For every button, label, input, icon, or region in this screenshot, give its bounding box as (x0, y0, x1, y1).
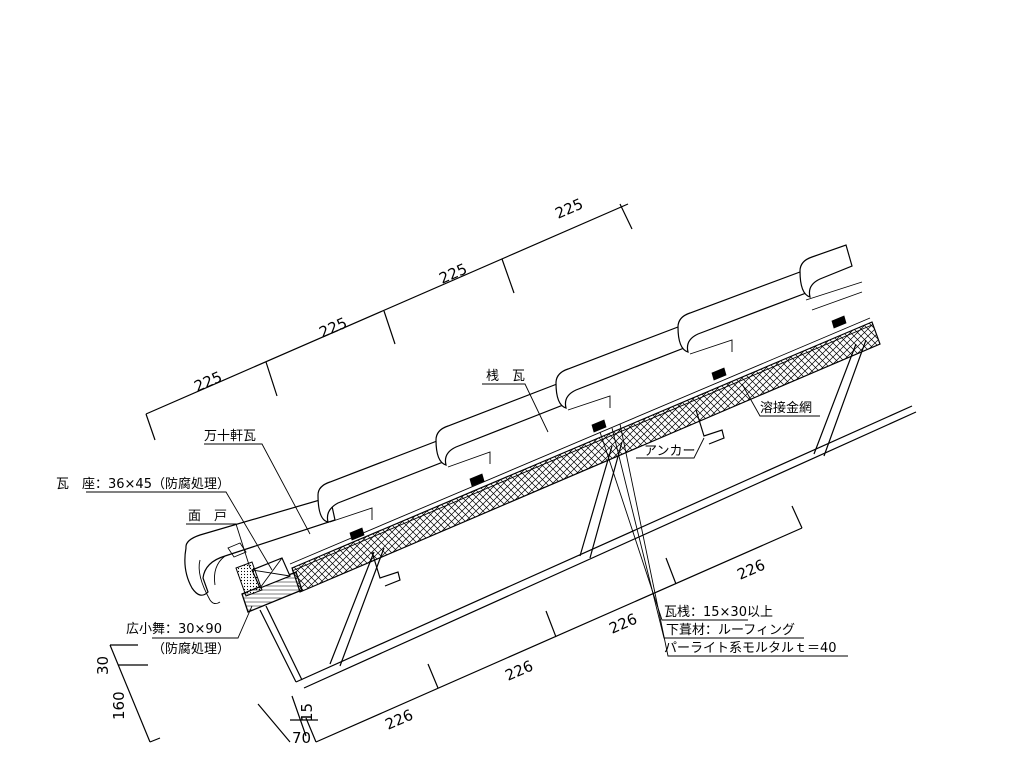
eave-wood (227, 542, 303, 613)
dim-top-2: 225 (316, 314, 349, 342)
dim-bottom-4: 226 (734, 556, 767, 584)
roof-tiles (184, 244, 863, 605)
dim-bottom-2: 226 (502, 657, 535, 685)
tile-battens (349, 315, 847, 541)
mortar-layer (289, 317, 881, 593)
label-sangawara: 桟 瓦 (486, 369, 525, 384)
anchors (371, 409, 725, 587)
dim-160: 160 (110, 691, 128, 720)
dim-15: 15 (298, 703, 316, 722)
label-manjyu: 万十軒瓦 (204, 429, 256, 444)
label-mendo: 面 戸 (188, 509, 227, 524)
label-yosetsu: 溶接金網 (760, 400, 812, 416)
dim-top-3: 225 (436, 260, 469, 288)
dim-top-1: 225 (191, 368, 224, 396)
label-hirokomai: 広小舞：30×90 (126, 622, 222, 637)
dim-top-4: 225 (552, 195, 585, 223)
leader-lines (86, 383, 848, 657)
dim-bottom-3: 226 (606, 610, 639, 638)
annotations: 桟 瓦 万十軒瓦 瓦 座：36×45（防腐処理） 面 戸 広小舞：30×90 （… (56, 369, 837, 657)
dim-30: 30 (94, 656, 112, 675)
label-perlite: パーライト系モルタルｔ＝40 (664, 641, 837, 656)
dim-70: 70 (292, 729, 311, 747)
label-hirokomai-note: （防腐処理） (152, 641, 230, 657)
label-kawarasan: 瓦桟：15×30以上 (664, 605, 773, 620)
side-dimensions: 30 160 15 70 (94, 644, 318, 747)
structure (259, 339, 917, 689)
label-kawaraza: 瓦 座：36×45（防腐処理） (56, 476, 230, 492)
label-anchor: アンカー (644, 444, 695, 459)
label-shitabuki: 下葺材：ルーフィング (666, 623, 795, 638)
